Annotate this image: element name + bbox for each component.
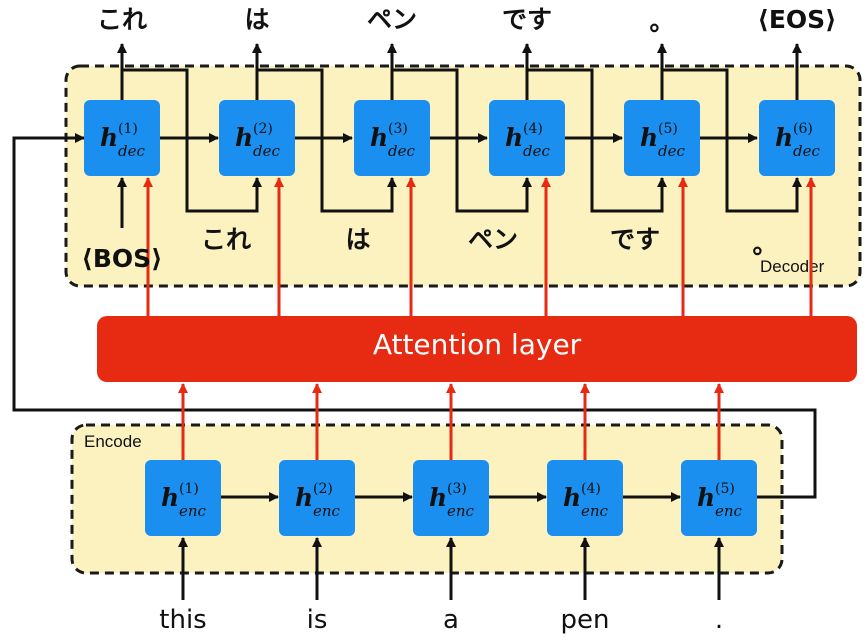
encoder-cell-box [413, 460, 489, 536]
black-arrows [12, 43, 817, 600]
feedback-arrow-4-5 [527, 68, 667, 213]
decoder-output-word: です [502, 5, 552, 34]
attention-layer [97, 316, 857, 382]
decoder-cell-h: h [775, 123, 793, 152]
encoder-cell-sub: enc [179, 502, 207, 520]
encoder-cell-box [547, 460, 623, 536]
encoder-cell-box [279, 460, 355, 536]
attention-layer-label: Attention layer [373, 328, 582, 361]
encoder-input-word: is [307, 605, 328, 635]
decoder-cell-step: (2) [253, 121, 273, 137]
decoder-output-word: 。 [649, 7, 674, 36]
encoder-cell-h: h [429, 483, 447, 512]
decoder-cell-6: h (6) dec [759, 100, 835, 176]
decoder-cell-sub: dec [388, 142, 415, 160]
attention-arrows [143, 177, 816, 460]
decoder-label: Decoder [760, 257, 825, 276]
encoder-cell-sub: enc [313, 502, 341, 520]
encoder-cell-sub: enc [447, 502, 475, 520]
encoder-input-word: pen [561, 605, 610, 635]
encoder-input-word: a [443, 605, 459, 635]
encoder-cell-step: (4) [581, 481, 601, 497]
decoder-output-word: は [244, 5, 269, 34]
decoder-input-word: は [345, 225, 370, 254]
encoder-input-word: . [715, 605, 723, 635]
decoder-cell-sub: dec [658, 142, 685, 160]
decoder-input-word: 。 [752, 230, 777, 259]
decoder-input-word: です [610, 225, 660, 254]
decoder-cell-step: (4) [523, 121, 543, 137]
encoder-cell-3: h (3) enc [413, 460, 489, 536]
encoder-cell-step: (3) [447, 481, 467, 497]
decoder-input-word: これ [201, 225, 251, 254]
encoder-cell-h: h [563, 483, 581, 512]
decoder-cell-1: h (1) dec [84, 100, 160, 176]
decoder-cell-box [624, 100, 700, 176]
decoder-cell-h: h [370, 123, 388, 152]
decoder-cell-4: h (4) dec [489, 100, 565, 176]
decoder-cell-step: (3) [388, 121, 408, 137]
decoder-cell-box [219, 100, 295, 176]
feedback-arrow-1-2 [122, 68, 262, 213]
decoder-cell-sub: dec [118, 142, 145, 160]
encoder-cell-step: (5) [715, 481, 735, 497]
decoder-cell-h: h [640, 123, 658, 152]
decoder-input-word: ⟨BOS⟩ [81, 244, 162, 273]
encoder-cell-5: h (5) enc [681, 460, 757, 536]
decoder-input-word: ペン [468, 225, 518, 254]
decoder-cell-box [489, 100, 565, 176]
encoder-cell-4: h (4) enc [547, 460, 623, 536]
decoder-cell-2: h (2) dec [219, 100, 295, 176]
feedback-arrow-2-3 [257, 68, 397, 213]
encoder-cell-1: h (1) enc [145, 460, 221, 536]
decoder-output-word: ペン [367, 5, 417, 34]
decoder-cell-step: (6) [793, 121, 813, 137]
decoder-cell-step: (5) [658, 121, 678, 137]
encoder-cell-2: h (2) enc [279, 460, 355, 536]
feedback-arrow-5-6 [662, 68, 802, 213]
encoder-cell-sub: enc [715, 502, 743, 520]
encoder-cell-step: (1) [179, 481, 199, 497]
encoder-cell-h: h [697, 483, 715, 512]
decoder-cell-3: h (3) dec [354, 100, 430, 176]
decoder-region [64, 64, 862, 288]
encoder-cell-box [681, 460, 757, 536]
context-loop-arrow [12, 133, 817, 499]
encoder-cell-box [145, 460, 221, 536]
decoder-cell-sub: dec [253, 142, 280, 160]
decoder-cell-box [84, 100, 160, 176]
decoder-cell-5: h (5) dec [624, 100, 700, 176]
decoder-cell-h: h [235, 123, 253, 152]
decoder-cell-box [759, 100, 835, 176]
encoder-cell-h: h [295, 483, 313, 512]
decoder-cell-box [354, 100, 430, 176]
encoder-input-word: this [159, 605, 206, 635]
decoder-cell-step: (1) [118, 121, 138, 137]
encoder-cell-h: h [161, 483, 179, 512]
encoder-label: Encode [84, 432, 142, 451]
decoder-cell-sub: dec [793, 142, 820, 160]
encoder-cell-sub: enc [581, 502, 609, 520]
decoder-cell-h: h [100, 123, 118, 152]
encoder-cell-step: (2) [313, 481, 333, 497]
decoder-cell-sub: dec [523, 142, 550, 160]
decoder-cell-h: h [505, 123, 523, 152]
feedback-arrow-3-4 [392, 68, 532, 213]
decoder-output-word: これ [97, 5, 147, 34]
decoder-output-word: ⟨EOS⟩ [757, 5, 836, 34]
